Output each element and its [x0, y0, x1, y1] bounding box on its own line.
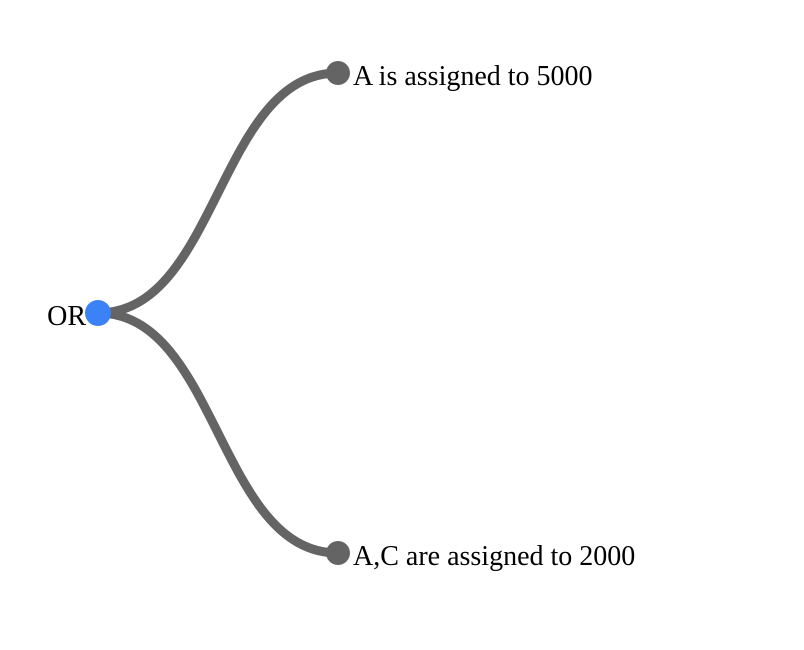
tree-link-bottom — [93, 308, 343, 558]
child-node-2-dot[interactable] — [326, 541, 350, 565]
root-node-label: OR — [47, 301, 86, 332]
child-node-1-label: A is assigned to 5000 — [353, 61, 593, 92]
tree-link-top — [93, 68, 343, 318]
child-node-1-dot[interactable] — [326, 61, 350, 85]
child-node-2-label: A,C are assigned to 2000 — [353, 541, 635, 572]
root-node-dot[interactable] — [85, 300, 111, 326]
